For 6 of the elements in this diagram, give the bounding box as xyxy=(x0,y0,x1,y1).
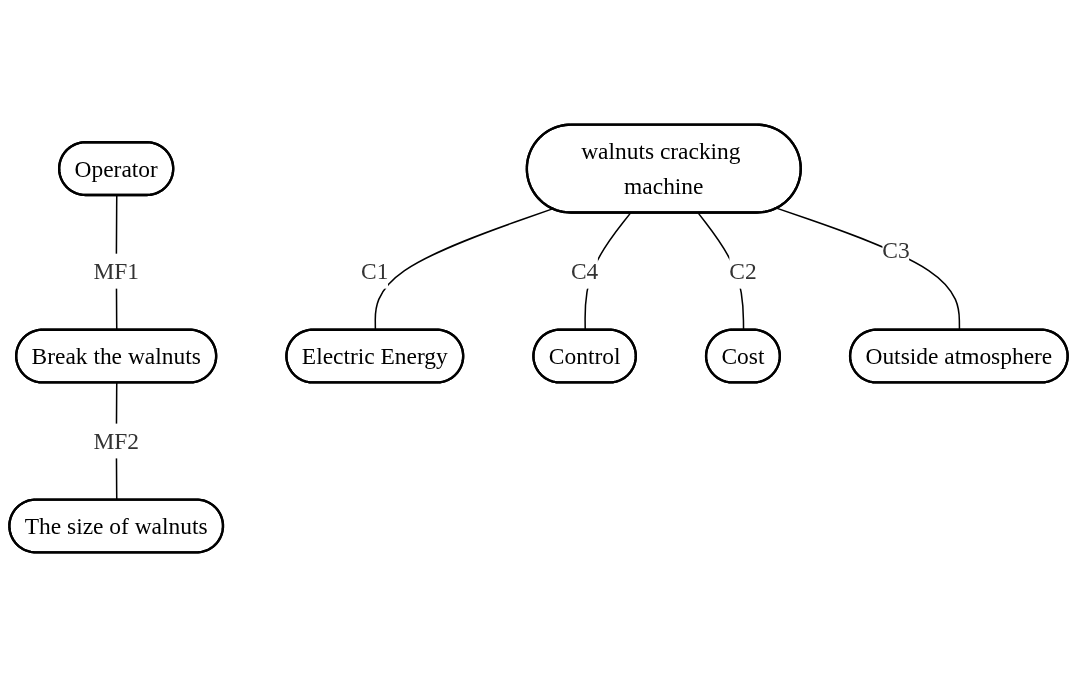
edge-label: C3 xyxy=(882,236,910,263)
edge-label: MF1 xyxy=(93,258,139,285)
edge-label: MF2 xyxy=(93,428,139,454)
edge-label: C1 xyxy=(361,258,389,285)
edge-label: C4 xyxy=(570,258,599,285)
edge-label: C2 xyxy=(729,258,757,285)
